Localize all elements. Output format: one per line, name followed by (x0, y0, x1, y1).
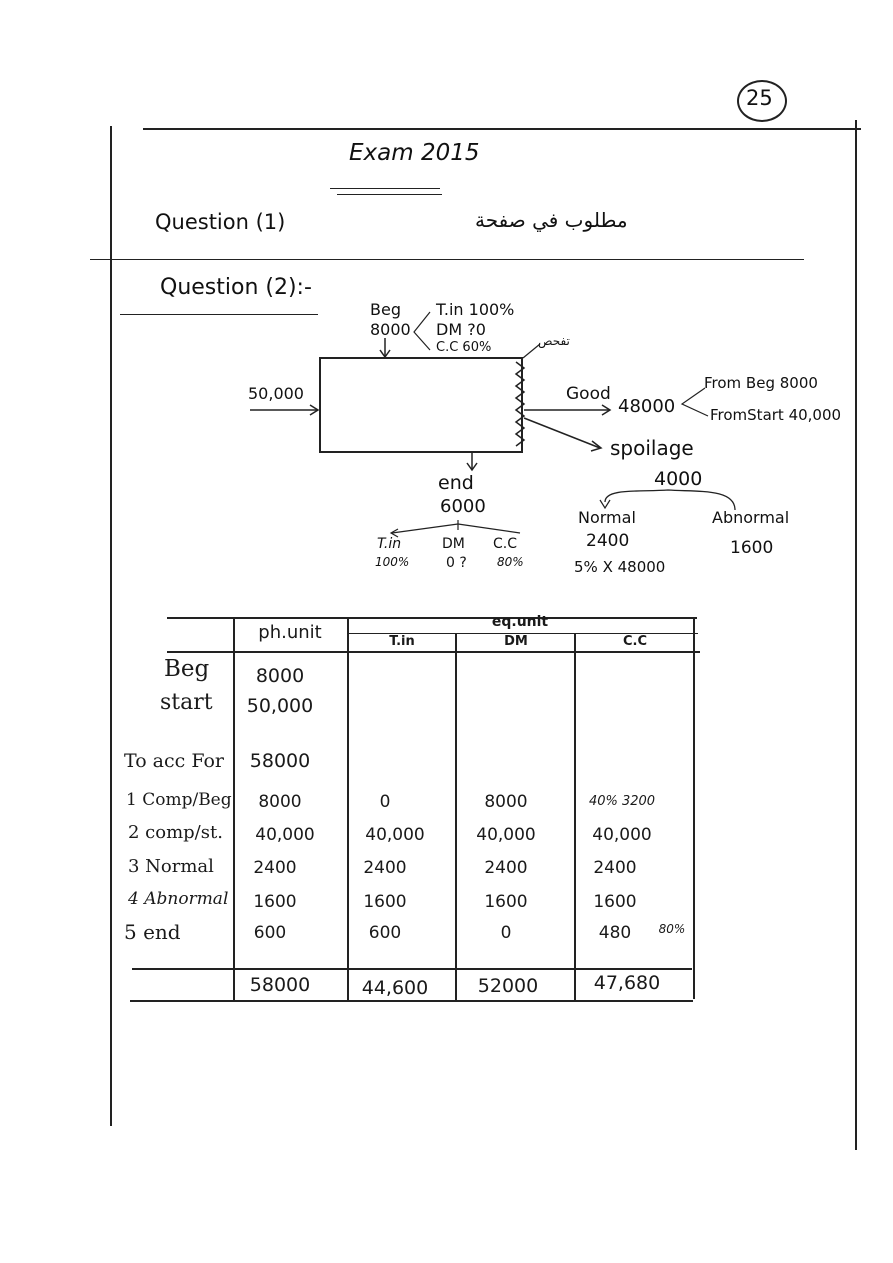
good-label: Good (566, 384, 611, 404)
from-start: FromStart 40,000 (710, 406, 842, 424)
good-value: 48000 (618, 396, 676, 417)
title-underline (330, 188, 440, 189)
row-ph-end: 600 (253, 923, 287, 943)
input-value: 50,000 (248, 384, 304, 403)
header-cc: C.C (622, 634, 648, 649)
question-2-underline (120, 314, 318, 315)
row-cc-end: 480 (598, 923, 632, 943)
row-dm-comp-beg: 8000 (484, 792, 528, 812)
row-ph-start: 50,000 (246, 695, 314, 717)
end-cc: C.C (493, 536, 518, 552)
table-bottom-line (130, 1000, 693, 1002)
table-header-line (167, 651, 700, 653)
table-total-top-line (132, 968, 692, 970)
total-tin: 44,600 (361, 977, 429, 999)
row-dm-abnormal: 1600 (484, 892, 528, 912)
row-label-beg: Beg (164, 656, 210, 682)
beg-label: Beg (370, 300, 401, 319)
spoilage-arrow (523, 417, 601, 449)
header-tin: T.in (389, 634, 415, 649)
row-label-end: 5 end (124, 920, 181, 944)
end-cc-pct: 80% (497, 555, 524, 569)
page-title: Exam 2015 (349, 140, 480, 166)
end-label: end (438, 472, 474, 494)
spoilage-value: 4000 (654, 468, 703, 490)
table-col-line-2 (347, 617, 349, 1001)
beg-cc: C.C 60% (436, 340, 492, 355)
table-col-line-4 (574, 633, 576, 1000)
spoilage-zigzag (514, 361, 526, 447)
row-cc-comp-st: 40,000 (592, 825, 652, 845)
row-ph-normal: 2400 (253, 858, 297, 878)
row-dm-normal: 2400 (484, 858, 528, 878)
end-dm-pct: 0 ? (446, 555, 467, 571)
row-cc-abnormal: 1600 (593, 892, 637, 912)
frame-left-line (110, 126, 112, 1126)
total-dm: 52000 (477, 975, 539, 997)
row-label-abnormal: 4 Abnormal (128, 889, 229, 909)
beg-tin: T.in 100% (436, 300, 515, 319)
header-equnit: eq.unit (491, 614, 549, 630)
table-col-line-5 (693, 617, 695, 999)
beg-value: 8000 (370, 320, 411, 339)
row-dm-end: 0 (500, 923, 512, 943)
page-number: 25 (746, 86, 773, 110)
row-cc-normal: 2400 (593, 858, 637, 878)
row-cc-end-note: 80% (658, 922, 686, 936)
frame-top-line (143, 128, 861, 130)
row-tin-normal: 2400 (363, 858, 407, 878)
good-bracket (680, 387, 709, 417)
title-underline-2 (337, 194, 442, 195)
row-dm-comp-st: 40,000 (476, 825, 536, 845)
spoilage-label: spoilage (610, 436, 694, 460)
process-box (319, 357, 523, 453)
header-dm: DM (504, 634, 528, 649)
header-phunit: ph.unit (258, 622, 322, 643)
row-ph-to-acc-for: 58000 (249, 750, 311, 772)
end-tin-pct: 100% (375, 555, 410, 569)
row-ph-abnormal: 1600 (253, 892, 297, 912)
frame-right-line (855, 120, 857, 1150)
row-label-to-acc-for: To acc For (124, 750, 224, 772)
normal-label: Normal (578, 508, 636, 527)
question-1-label: Question (1) (155, 210, 286, 234)
beg-bracket (413, 311, 431, 351)
total-ph: 58000 (249, 974, 311, 996)
page-number-badge (737, 80, 787, 122)
table-col-line-1 (233, 617, 235, 1001)
row-label-start: start (160, 690, 213, 715)
abnormal-label: Abnormal (712, 508, 790, 527)
row-tin-end: 600 (368, 923, 402, 943)
total-cc: 47,680 (593, 972, 661, 994)
spoil-note: تفحص (538, 334, 570, 348)
section-divider (90, 259, 804, 260)
row-label-normal: 3 Normal (128, 856, 214, 877)
row-tin-comp-st: 40,000 (365, 825, 425, 845)
table-col-line-3 (455, 633, 457, 1000)
row-tin-comp-beg: 0 (379, 792, 391, 812)
normal-value: 2400 (586, 531, 630, 551)
end-tin: T.in (377, 536, 402, 552)
table-top-line (167, 617, 697, 619)
row-label-comp-st: 2 comp/st. (128, 822, 223, 843)
row-label-comp-beg: 1 Comp/Beg (126, 790, 232, 810)
table-equnit-line (348, 633, 698, 634)
spoilage-brace (604, 489, 736, 511)
row-cc-comp-beg: 40% 3200 (588, 794, 656, 809)
beg-dm: DM ?0 (436, 320, 486, 339)
row-ph-beg: 8000 (255, 665, 305, 687)
normal-calc: 5% X 48000 (574, 558, 666, 576)
row-tin-abnormal: 1600 (363, 892, 407, 912)
row-ph-comp-beg: 8000 (258, 792, 302, 812)
row-ph-comp-st: 40,000 (255, 825, 315, 845)
end-dm: DM (442, 536, 465, 552)
abnormal-value: 1600 (730, 538, 774, 558)
question-1-note: مطلوب في صفحة (475, 208, 628, 232)
from-beg: From Beg 8000 (704, 374, 818, 392)
end-value: 6000 (440, 496, 486, 517)
question-2-label: Question (2):- (160, 275, 312, 300)
